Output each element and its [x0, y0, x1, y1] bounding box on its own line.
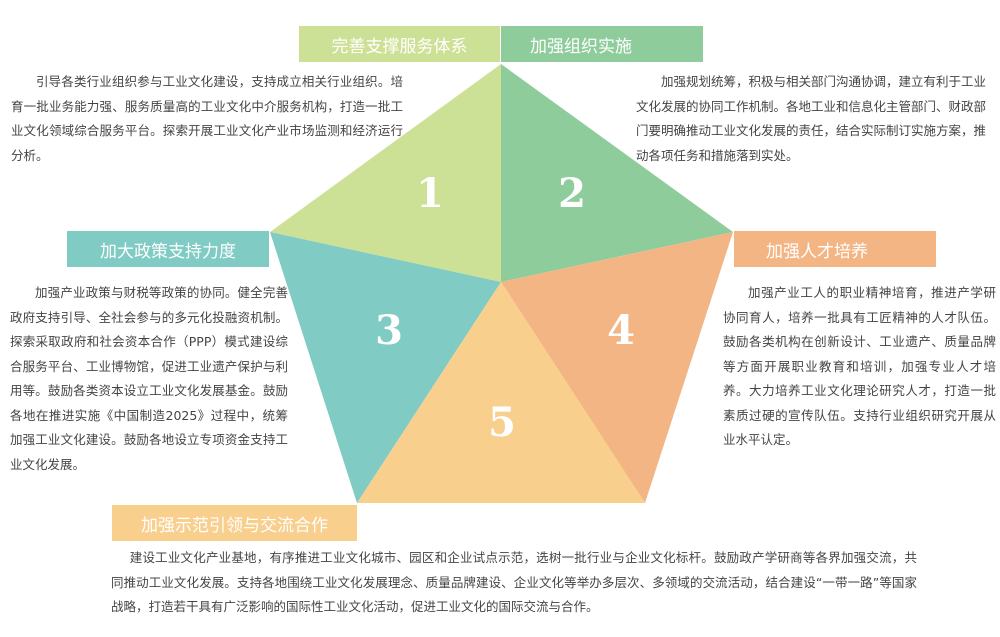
- segment-number-1: 1: [416, 170, 444, 217]
- label-box-3: 加大政策支持力度: [67, 231, 269, 267]
- description-5: 建设工业文化产业基地，有序推进工业文化城市、园区和企业试点示范，选树一批行业与企…: [111, 550, 917, 614]
- segment-number-3: 3: [375, 307, 403, 354]
- description-4: 加强产业工人的职业精神培育，推进产学研协同育人，培养一批具有工匠精神的人才队伍。…: [723, 285, 996, 447]
- segment-4: [501, 232, 733, 503]
- segment-number-2: 2: [558, 170, 586, 217]
- description-1: 引导各类行业组织参与工业文化建设，支持成立相关行业组织。培育一批业务能力强、服务…: [11, 74, 403, 163]
- segment-number-5: 5: [488, 399, 516, 446]
- label-box-4: 加强人才培养: [734, 231, 936, 267]
- segment-1: [270, 64, 501, 282]
- segment-5: [357, 282, 645, 503]
- segment-3: [270, 232, 501, 503]
- label-box-2: 加强组织实施: [501, 26, 703, 62]
- label-box-1: 完善支撑服务体系: [299, 26, 500, 62]
- segment-number-4: 4: [607, 307, 635, 354]
- segment-2: [501, 64, 733, 282]
- description-2: 加强规划统筹，积极与相关部门沟通协调，建立有利于工业文化发展的协同工作机制。各地…: [636, 74, 987, 163]
- label-box-5: 加强示范引领与交流合作: [112, 505, 357, 541]
- description-3: 加强产业政策与财税等政策的协同。健全完善政府支持引导、全社会参与的多元化投融资机…: [10, 285, 288, 472]
